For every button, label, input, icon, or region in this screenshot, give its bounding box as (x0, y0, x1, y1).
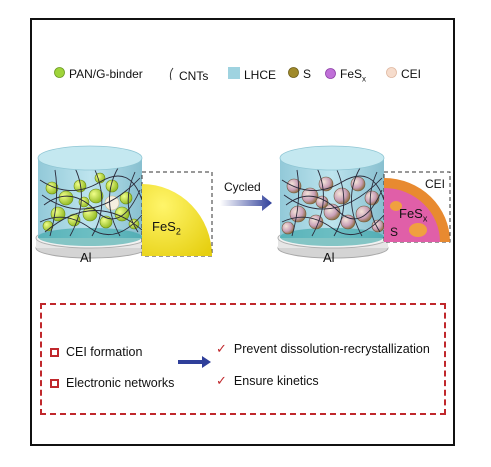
right-cell (277, 145, 389, 259)
purple-sphere-icon (325, 68, 336, 82)
peach-sphere-icon (386, 67, 397, 81)
legend-label: S (303, 67, 312, 81)
sulfur-label: S (390, 225, 399, 239)
legend-label: LHCE (244, 67, 277, 82)
legend-item-lhce: LHCE (228, 67, 276, 82)
summary-arrow-icon (178, 356, 211, 368)
fesx-label: FeSx (399, 206, 428, 224)
left-cell (35, 145, 147, 259)
left-particles (39, 167, 142, 237)
left-al-label: Al (80, 250, 92, 265)
check-icon: ✓ (216, 341, 227, 356)
summary-box (40, 303, 446, 415)
cei-label: CEI (425, 177, 446, 191)
right-al-label: Al (323, 250, 335, 265)
fes2-inset (141, 171, 213, 257)
summary-text: Electronic networks (66, 376, 175, 390)
cycled-arrow (220, 195, 272, 211)
olive-sphere-icon (288, 67, 299, 81)
summary-text: Ensure kinetics (233, 374, 319, 388)
legend-item-cnts: CNTs (167, 67, 208, 84)
legend-label: FeSx (340, 67, 367, 84)
summary-text: CEI formation (66, 345, 143, 359)
legend-item-binder: PAN/G-binder (54, 67, 143, 81)
legend: PAN/G-binder CNTs LHCE S FeSx CEI (42, 64, 452, 86)
legend-label: CEI (401, 67, 422, 81)
summary-item-prevent: ✓ Prevent dissolution-recrystallization (216, 341, 430, 357)
legend-label: PAN/G-binder (69, 67, 143, 81)
right-particles (281, 167, 384, 237)
green-sphere-icon (54, 67, 65, 81)
blue-square-icon (228, 67, 240, 82)
square-bullet-icon (50, 378, 59, 388)
fesx-inset (383, 171, 451, 243)
left-fes2-label: FeS2 (152, 219, 181, 237)
square-bullet-icon (50, 347, 59, 357)
legend-label: CNTs (179, 68, 209, 83)
cnt-line-icon (167, 67, 175, 84)
legend-item-fesx: FeSx (325, 67, 366, 83)
summary-item-kinetics: ✓ Ensure kinetics (216, 373, 319, 389)
summary-text: Prevent dissolution-recrystallization (233, 342, 430, 356)
summary-item-networks: Electronic networks (50, 376, 174, 390)
summary-item-cei: CEI formation (50, 345, 142, 359)
legend-item-cei: CEI (386, 67, 421, 81)
cycled-label: Cycled (224, 180, 261, 194)
legend-item-s: S (288, 67, 311, 81)
check-icon: ✓ (216, 373, 227, 388)
